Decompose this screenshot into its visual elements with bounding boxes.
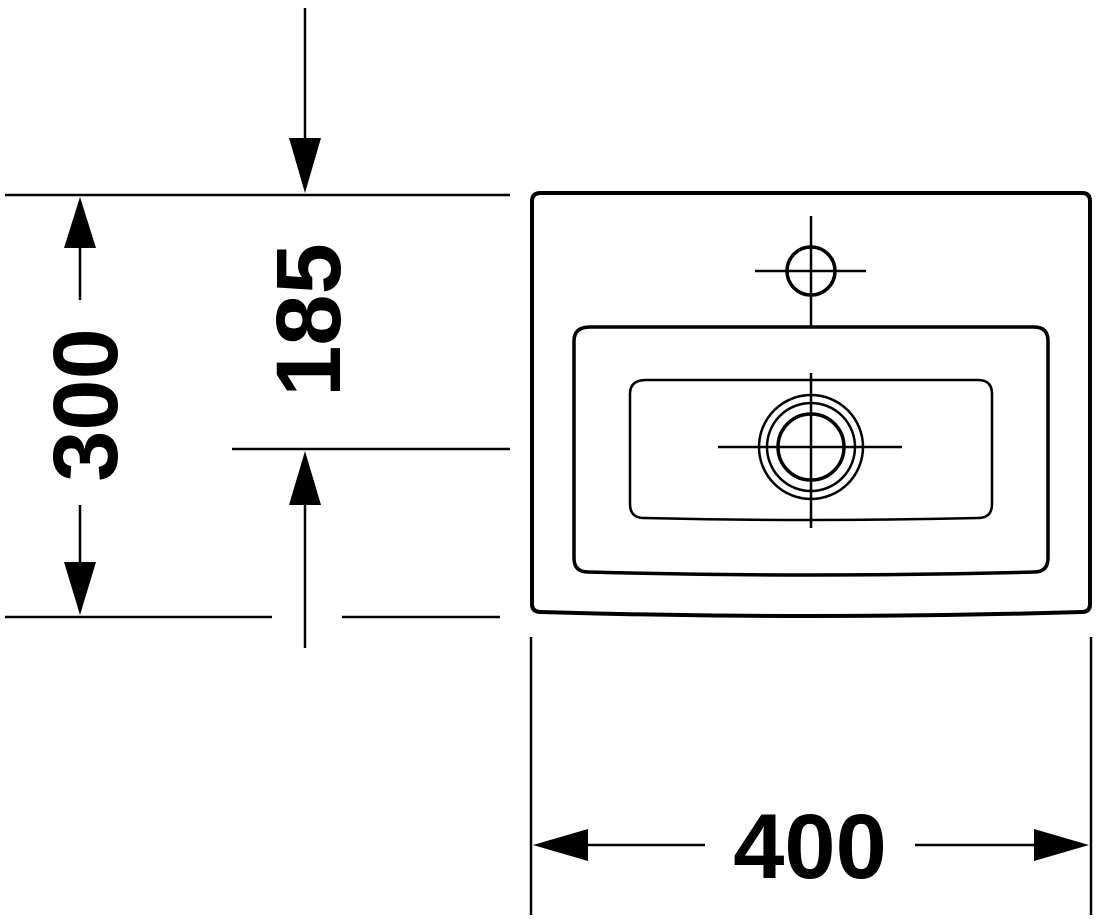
arrow-right-icon [1034,829,1089,861]
dimension-400: 400 [533,796,1089,898]
arrow-up-icon [289,451,321,505]
arrow-left-icon [533,829,588,861]
basin-bowl-outer [572,325,1050,577]
arrow-down-icon [64,562,96,615]
basin-bowl-inner [628,378,994,522]
dim-185-label: 185 [258,243,360,397]
dim-300-label: 300 [35,328,137,482]
basin-outer-rim [530,191,1092,618]
arrow-down-icon [289,138,321,193]
arrow-up-icon [64,197,96,248]
dimension-185: 185 [258,8,360,648]
dimension-300: 300 [35,197,137,615]
basin-plan-view [530,191,1092,618]
dim-400-label: 400 [733,796,887,898]
extension-lines [5,193,1093,915]
